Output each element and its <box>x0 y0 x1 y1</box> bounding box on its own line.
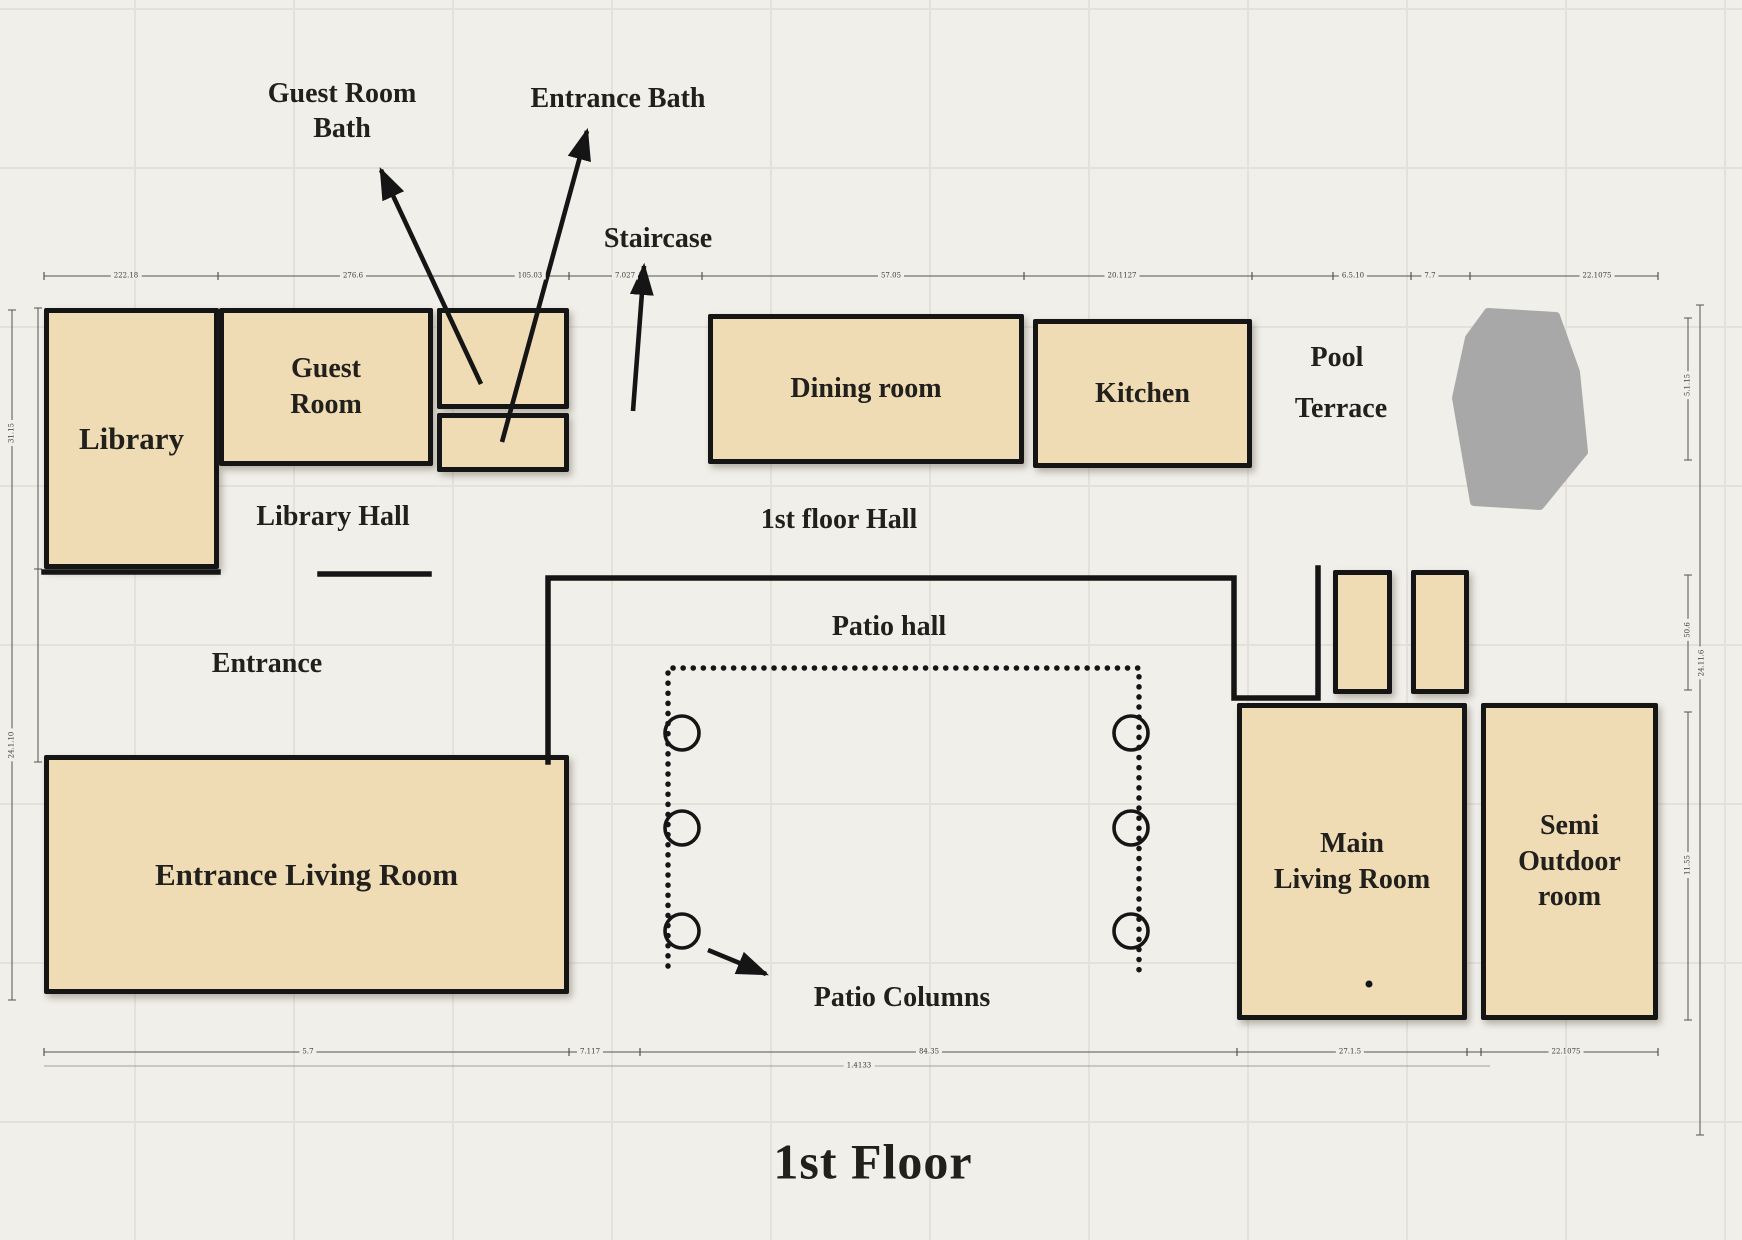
room-library: Library <box>44 308 219 569</box>
entrance-label: Entrance <box>211 647 323 679</box>
patio-column <box>1112 809 1150 847</box>
guest-room-bath-callout-line1: Guest Room <box>267 77 417 109</box>
room-main-living: Main Living Room <box>1237 703 1467 1020</box>
patio-column <box>663 714 701 752</box>
dim-label: 6.5.10 <box>1338 272 1368 280</box>
dim-label: 31.15 <box>8 419 16 447</box>
dim-label: 27.1.5 <box>1335 1048 1365 1056</box>
pool-terrace-label-line2: Terrace <box>1294 392 1388 424</box>
dim-label: 57.05 <box>877 272 905 280</box>
patio-column <box>663 912 701 950</box>
dim-label: 1.4133 <box>843 1062 875 1070</box>
patio-columns-group <box>663 714 1150 950</box>
patio-columns-callout: Patio Columns <box>813 981 991 1013</box>
room-guest-room: Guest Room <box>219 308 433 466</box>
pool-terrace-shape <box>1452 308 1588 510</box>
dim-label: 5.7 <box>299 1048 317 1056</box>
room-small-left <box>1333 570 1392 694</box>
dim-label: 50.6 <box>1684 619 1692 641</box>
dim-label: 5.1.15 <box>1684 370 1692 400</box>
room-kitchen-label: Kitchen <box>1095 377 1190 409</box>
dim-label: 105.03 <box>514 272 546 280</box>
library-hall-label: Library Hall <box>256 500 410 532</box>
entrance-bath-callout: Entrance Bath <box>530 82 706 114</box>
room-guest-room-label-line2: Room <box>290 389 362 420</box>
guest-room-bath-callout-line2: Bath <box>313 112 371 144</box>
dim-label: 276.6 <box>339 272 367 280</box>
room-guest-room-bath <box>437 308 569 409</box>
room-entrance-living-label: Entrance Living Room <box>154 856 459 892</box>
dim-label: 222.18 <box>110 272 142 280</box>
room-dining-label: Dining room <box>790 373 942 405</box>
patio-column <box>1112 714 1150 752</box>
room-guest-room-label-line1: Guest <box>291 353 361 385</box>
dim-label: 11.55 <box>1684 851 1692 879</box>
dim-label: 24.11.6 <box>1698 646 1706 680</box>
patio-column <box>1112 912 1150 950</box>
dim-label: 7.7 <box>1421 272 1439 280</box>
dim-label: 7.027 <box>611 272 639 280</box>
room-main-living-label-line1: Main <box>1320 827 1384 859</box>
staircase-arrow <box>629 262 654 412</box>
room-semi-outdoor: Semi Outdoor room <box>1481 703 1658 1020</box>
room-semi-outdoor-label-line1: Semi <box>1539 809 1600 841</box>
dim-label: 20.1127 <box>1104 272 1140 280</box>
dim-label: 7.117 <box>576 1048 604 1056</box>
callout-arrows <box>378 127 769 977</box>
dim-label: 22.1075 <box>1579 272 1615 280</box>
patio-columns-arrow <box>707 947 769 977</box>
room-library-label: Library <box>78 420 185 456</box>
guest-room-bath-arrow <box>378 167 484 385</box>
walls <box>41 565 1321 765</box>
room-small-right <box>1411 570 1469 694</box>
room-dining: Dining room <box>708 314 1024 464</box>
room-kitchen: Kitchen <box>1033 319 1252 468</box>
dim-label: 24.1.10 <box>8 728 16 762</box>
patio-hall-label: Patio hall <box>831 610 947 642</box>
patio-column <box>663 809 701 847</box>
room-entrance-living: Entrance Living Room <box>44 755 569 994</box>
patio-dotted-boundary <box>665 665 1142 976</box>
dim-label: 22.1075 <box>1548 1048 1584 1056</box>
pool-terrace-label-line1: Pool <box>1310 341 1364 373</box>
room-entrance-bath <box>437 413 569 472</box>
entrance-bath-arrow <box>499 127 591 443</box>
sheet-title: 1st Floor <box>773 1133 973 1190</box>
first-floor-hall-label: 1st floor Hall <box>760 503 918 535</box>
ink-dot <box>1365 980 1373 988</box>
staircase-callout: Staircase <box>603 222 713 254</box>
room-semi-outdoor-label-line3: room <box>1537 881 1602 913</box>
room-main-living-label-line2: Living Room <box>1273 863 1431 895</box>
dim-label: 84.35 <box>915 1048 943 1056</box>
room-semi-outdoor-label-line2: Outdoor <box>1518 845 1621 877</box>
